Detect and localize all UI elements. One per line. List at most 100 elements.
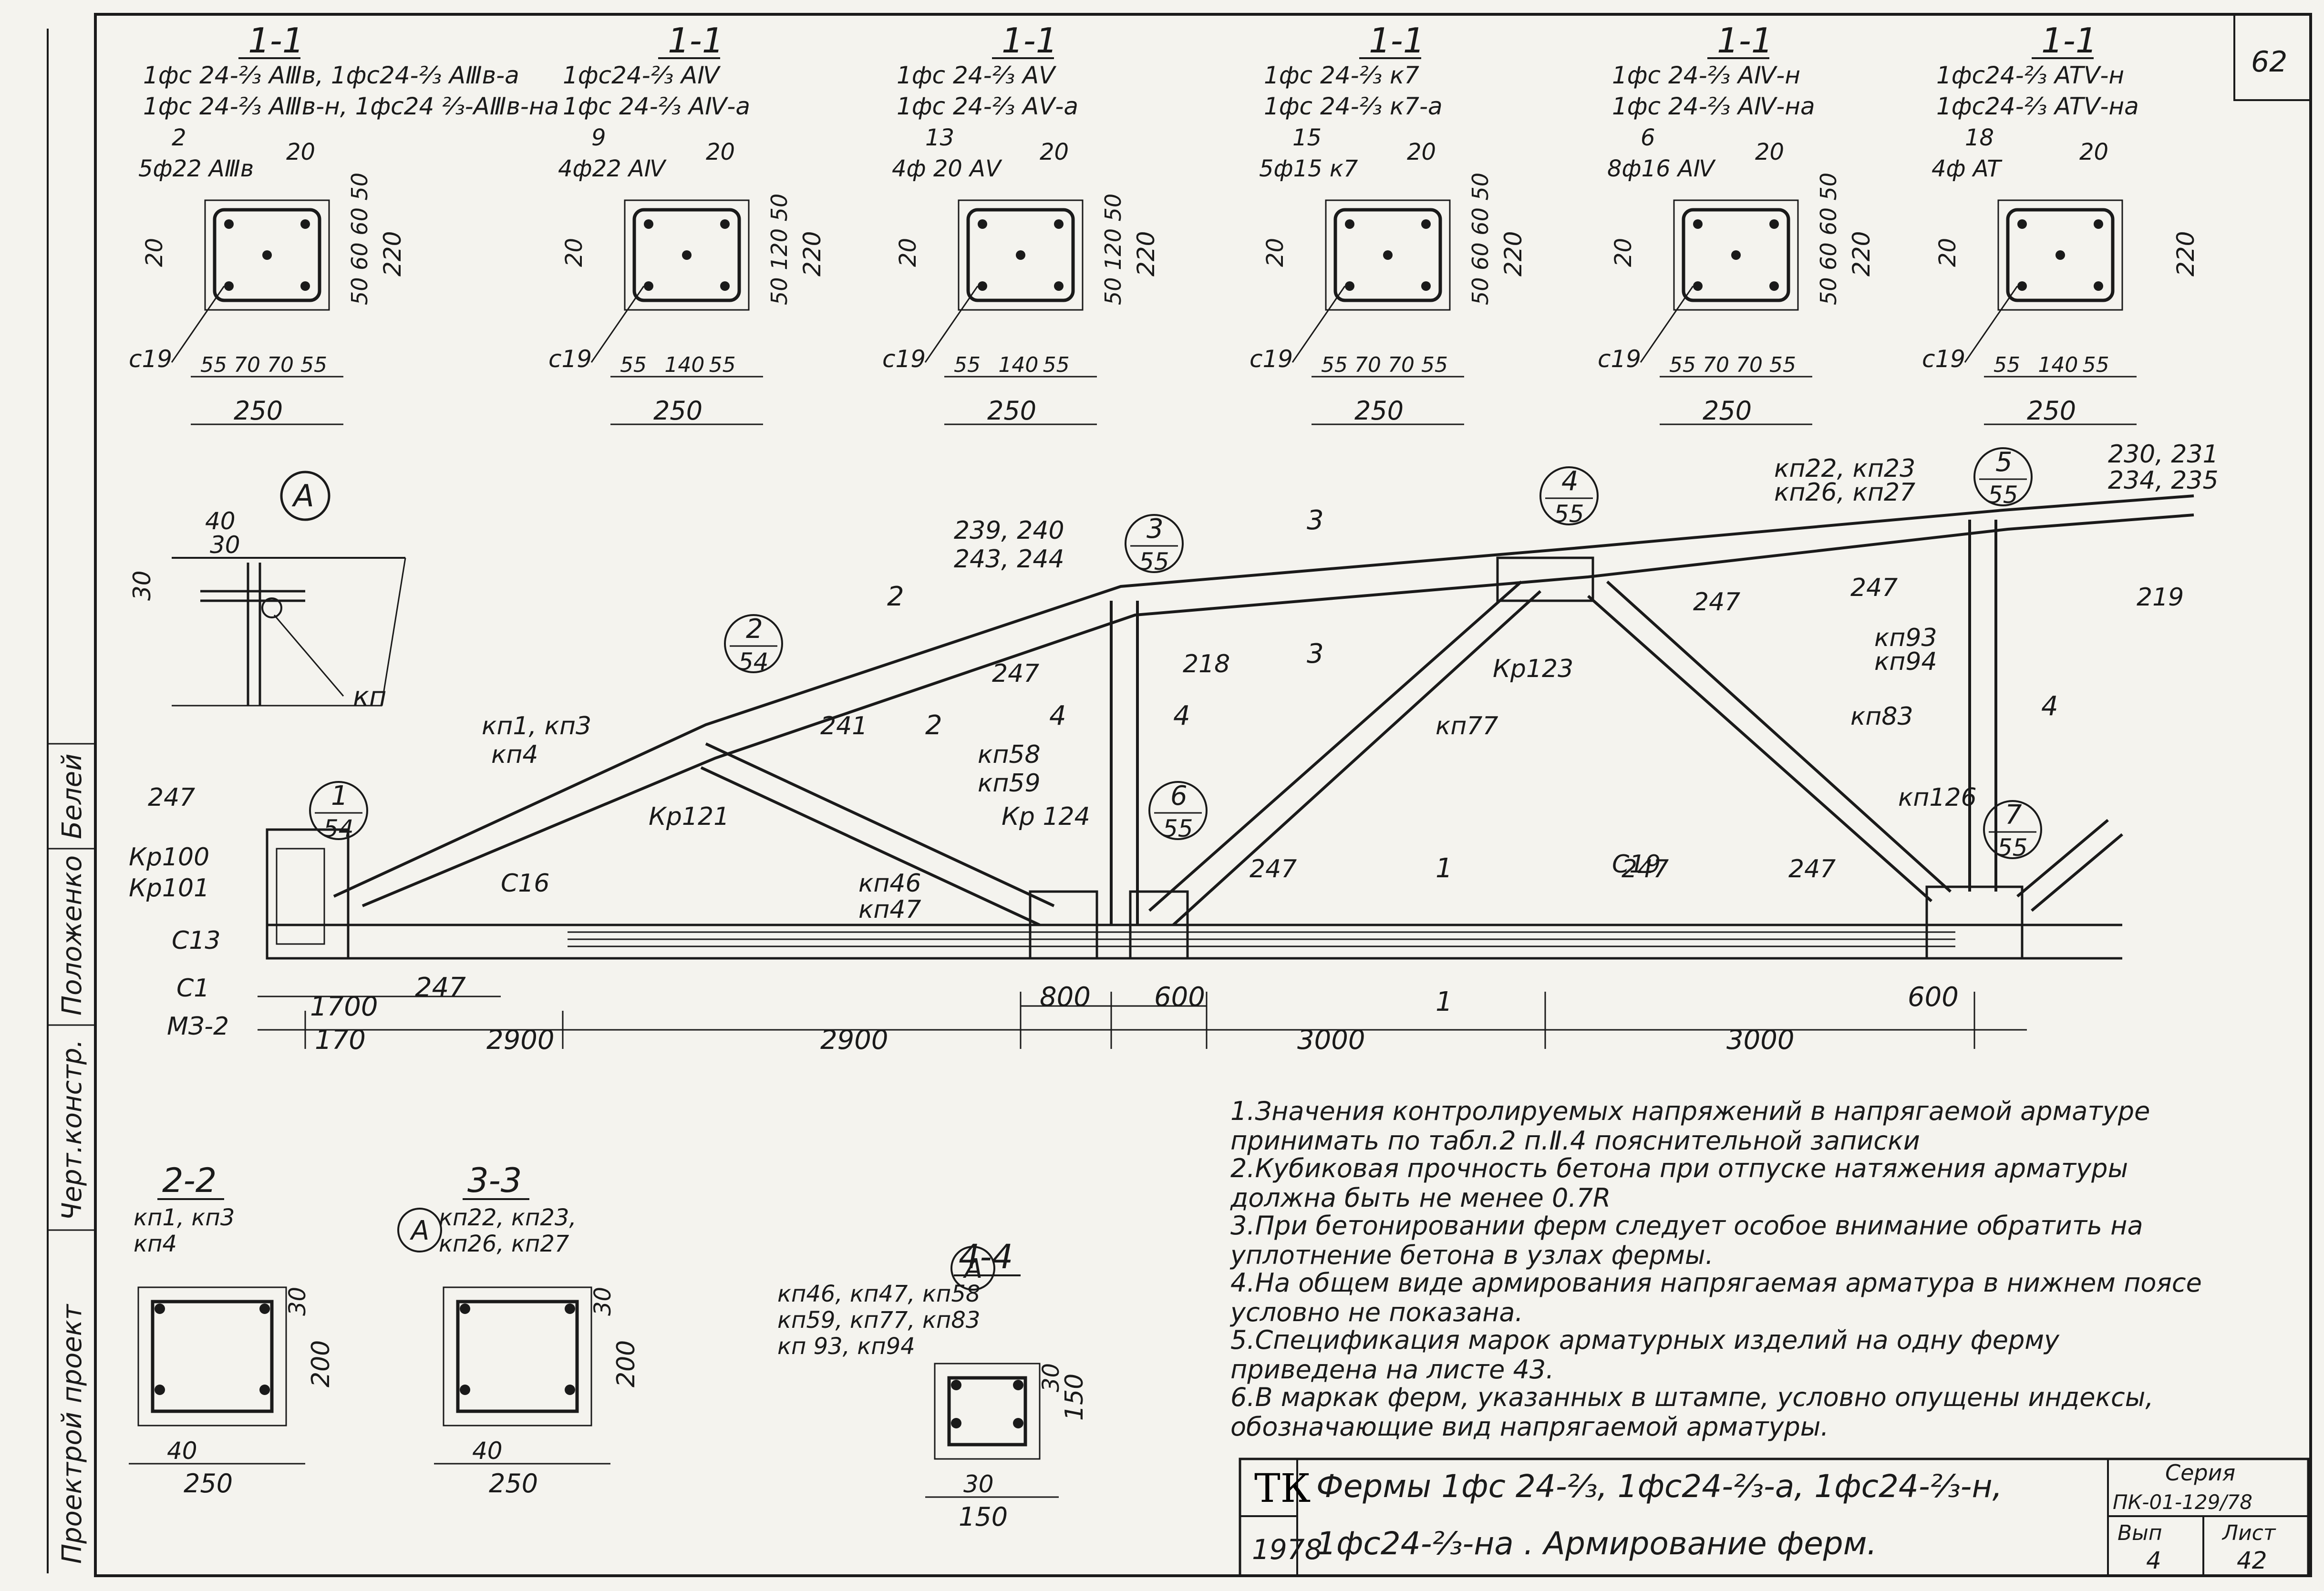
dim-label: 30	[1038, 1363, 1064, 1392]
dim-label: 70	[234, 353, 260, 377]
dim-label: 20	[1407, 139, 1436, 165]
svg-text:3: 3	[1307, 505, 1324, 536]
top-chord-lower	[362, 513, 2194, 907]
section-mark: кп46, кп47, кп58	[777, 1281, 980, 1307]
stamp-series-label: Серия	[2165, 1460, 2235, 1486]
bar-spec: 5ф22 AⅢв	[138, 155, 254, 182]
section-mark: 1фс 24-²⁄₃ AⅢв, 1фс24-²⁄₃ AⅢв-a	[143, 62, 519, 89]
section-cut-title: 1-1	[668, 21, 724, 61]
svg-text:170: 170	[315, 1025, 366, 1056]
dim-label: 55	[1421, 353, 1448, 377]
section-mark: 1фс 24-²⁄₃ к7-a	[1264, 92, 1443, 120]
dim-label: 70	[1354, 353, 1381, 377]
section-width: 250	[1703, 396, 1752, 426]
section-mark: кп59, кп77, кп83	[777, 1307, 980, 1334]
svg-text:247: 247	[1622, 855, 1669, 883]
dim-label: 55	[200, 353, 227, 377]
stamp-org: ТК	[1254, 1466, 1311, 1511]
stamp-title-line1: Фермы 1фс 24-²⁄₃, 1фс24-²⁄₃-a, 1фс24-²⁄₃…	[1316, 1468, 2003, 1505]
node-sheet: 55	[1163, 815, 1193, 842]
section-mark: кп4	[134, 1231, 177, 1257]
bar-number: 6	[1641, 124, 1655, 151]
stirrup-label: c19	[882, 345, 926, 373]
svg-text:кп94: кп94	[1874, 647, 1937, 676]
stirrup-label: c19	[1922, 345, 1965, 373]
svg-text:2900: 2900	[820, 1025, 888, 1056]
node-sheet: 55	[1139, 548, 1169, 575]
detail-tag: A	[963, 1253, 982, 1284]
node-number: 2	[746, 614, 763, 645]
note-3: 3.При бетонировании ферм следует особое …	[1230, 1211, 2143, 1270]
node-sheet: 55	[1988, 481, 2018, 509]
dim-label: 200	[612, 1340, 640, 1387]
svg-text:239, 240: 239, 240	[954, 516, 1064, 545]
svg-text:кп1, кп3: кп1, кп3	[482, 712, 591, 740]
svg-text:3000: 3000	[1726, 1025, 1795, 1056]
section-mark: кп 93, кп94	[777, 1333, 915, 1360]
section-mark: кп26, кп27	[439, 1231, 569, 1257]
dim-label: 20	[1755, 139, 1784, 165]
svg-text:кп4: кп4	[491, 740, 538, 769]
svg-text:кп22, кп23: кп22, кп23	[1774, 454, 1915, 483]
bar-number: 18	[1965, 124, 1994, 151]
dim-label: 40	[472, 1437, 503, 1465]
side-label-drawing: Черт.констр.	[57, 1039, 88, 1221]
dim-label: 150	[1060, 1374, 1089, 1421]
node-tag-2: 254	[724, 614, 783, 676]
dim-label: 20	[706, 139, 735, 165]
dim-label: 220	[2172, 231, 2200, 277]
dim-label: 220	[1848, 231, 1875, 277]
node-number: 4	[1561, 466, 1579, 497]
section-mark: 1фс24-²⁄₃ ATⅤ-нa	[1936, 92, 2139, 120]
svg-text:кп93: кп93	[1874, 624, 1937, 652]
svg-text:С1: С1	[176, 974, 209, 1003]
svg-text:241: 241	[820, 712, 868, 740]
section-mark: 1фс 24-²⁄₃ AⅢв-н, 1фс24 ²⁄₃-AⅢв-нa	[143, 92, 559, 120]
node-sheet: 54	[738, 648, 769, 676]
dim-label: 20	[1262, 238, 1289, 267]
section-cut-title: 1-1	[248, 21, 304, 61]
node-number: 3	[1147, 513, 1164, 544]
stirrup-label: c19	[1598, 345, 1641, 373]
title-stamp: ТК 1978 Фермы 1фс 24-²⁄₃, 1фс24-²⁄₃-a, 1…	[1239, 1458, 2310, 1577]
svg-text:кп47: кп47	[858, 895, 921, 924]
svg-text:247: 247	[1850, 574, 1898, 602]
section-mark: 1фс 24-²⁄₃ AⅤ-a	[897, 92, 1078, 120]
node-tag-3: 355	[1125, 513, 1184, 575]
side-label-author: Положенко	[57, 855, 88, 1016]
dim-label: 140	[2038, 353, 2078, 377]
dim-label: 20	[141, 238, 168, 267]
stamp-sheet-label: Лист	[2221, 1521, 2276, 1545]
section-width: 250	[2027, 396, 2076, 426]
dim-label: 50 60 60 50	[347, 173, 372, 305]
svg-text:30: 30	[210, 531, 240, 559]
dim-label: 55	[1669, 353, 1696, 377]
dim-label: 55	[1321, 353, 1348, 377]
section-width: 250	[653, 396, 702, 426]
sheet-number: 62	[2251, 45, 2287, 79]
section-mark: кп1, кп3	[134, 1204, 235, 1231]
svg-text:кп58: кп58	[978, 740, 1041, 769]
dim-label: 50 60 60 50	[1467, 173, 1493, 305]
svg-text:800: 800	[1040, 982, 1091, 1013]
truss-labels: кп1, кп3 кп4 247 Кр100 Кр101 С13 С1 МЗ-2…	[129, 440, 2219, 1041]
bar-spec: 5ф15 к7	[1259, 155, 1358, 182]
dim-label: 20	[1040, 139, 1069, 165]
truss-cut-marks: 1 1 2 2 3 3 4 4 4	[887, 505, 2058, 1017]
note-5: 5.Спецификация марок арматурных изделий …	[1230, 1325, 2059, 1385]
svg-text:2: 2	[925, 710, 942, 741]
dim-label: 50 120 50	[1100, 194, 1126, 305]
stamp-series-value: ПК-01-129/78	[2113, 1490, 2252, 1514]
section-width: 150	[959, 1502, 1008, 1532]
svg-text:2900: 2900	[486, 1025, 555, 1056]
dim-label: 30	[589, 1287, 616, 1316]
svg-text:247: 247	[1693, 588, 1740, 616]
dim-label: 40	[167, 1437, 197, 1465]
section-width: 250	[987, 396, 1036, 426]
dim-label: 30	[963, 1470, 994, 1498]
